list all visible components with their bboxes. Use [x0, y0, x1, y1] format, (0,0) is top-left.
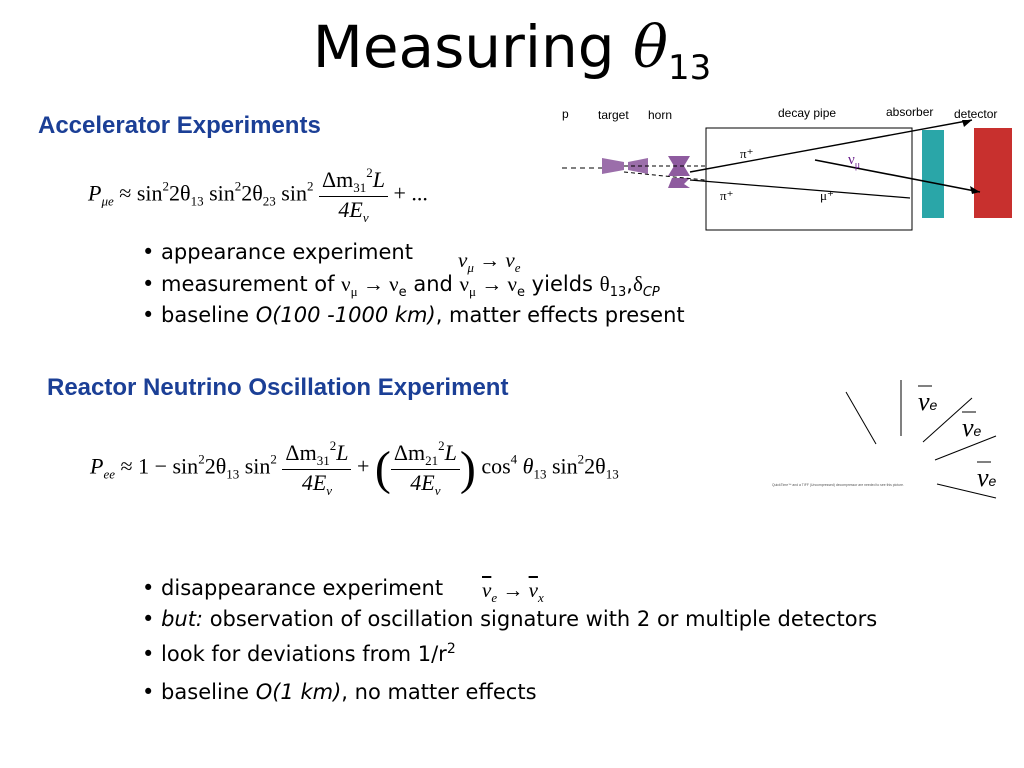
formula-fraction: Δm312L 4Eν [318, 165, 388, 226]
pi-plus-upper-label: π⁺ [740, 146, 753, 161]
pi-track-upper [689, 119, 973, 173]
nu-e-label-2: νe [962, 413, 982, 442]
formula-sin: sin [281, 180, 307, 206]
reactor-bullet-3: • look for deviations from 1/r2 [142, 641, 456, 666]
pi-plus-lower-label: π⁺ [720, 188, 733, 203]
title-text: Measuring [312, 13, 634, 81]
label-decay-pipe: decay pipe [778, 106, 836, 120]
reactor-fraction-1: Δm312L 4Eν [282, 438, 352, 499]
label-absorber: absorber [886, 105, 933, 119]
diagram-background [540, 100, 1018, 250]
formula-approx: ≈ [119, 180, 132, 206]
ray-1 [845, 391, 877, 445]
reactor-rays-diagram: νe νe νe QuickTime™ and a TIFF (Uncompre… [772, 380, 997, 499]
formula-sub: 23 [262, 193, 276, 209]
ray-3 [922, 397, 973, 443]
formula-lhs: P [88, 180, 102, 206]
formula-tail: + ... [393, 180, 428, 206]
reactor-bullet-1: • disappearance experiment [142, 576, 444, 600]
neutrino-arrowhead [970, 186, 980, 194]
formula-lhs-sub: μe [101, 193, 114, 209]
label-p: p [562, 107, 569, 121]
title-theta: θ [633, 13, 668, 81]
label-detector: detector [954, 107, 997, 121]
formula-sin: sin [209, 180, 235, 206]
neutrino-track [814, 159, 981, 193]
title-subscript: 13 [667, 48, 712, 88]
horn-shape [668, 156, 690, 176]
reactor-inline-formula: νe → νx [482, 578, 544, 605]
reactor-bullet-2: • but: observation of oscillation signat… [142, 607, 878, 631]
pi-arrowhead [962, 120, 972, 127]
formula-sin: sin [136, 180, 163, 206]
accelerator-heading: Accelerator Experiments [38, 112, 321, 139]
label-horn: horn [648, 108, 672, 122]
reactor-formula: Pee ≈ 1 − sin22θ13 sin2 Δm312L 4Eν + ( Δ… [90, 438, 619, 499]
reactor-heading: Reactor Neutrino Oscillation Experiment [47, 374, 509, 401]
label-target: target [598, 108, 629, 122]
ray-5 [936, 483, 997, 499]
formula-pow: 2 [234, 178, 242, 194]
reactor-fraction-2: Δm212L 4Eν [390, 438, 460, 499]
page-title: Measuring θ13 [0, 12, 1024, 103]
nu-e-label-3: νe [977, 463, 997, 492]
ray-4 [934, 435, 997, 461]
reactor-bullet-4: • baseline O(1 km), no matter effects [142, 680, 537, 704]
horn-lower-shape [668, 178, 690, 188]
nu-mu-label: νμ [848, 152, 860, 171]
absorber-block [922, 130, 944, 218]
accelerator-beamline-diagram: p target horn decay pipe absorber detect… [540, 100, 1018, 250]
accelerator-inline-formula: νμ → νe [458, 248, 521, 275]
pi-track-lower [689, 179, 911, 199]
formula-pow: 2 [306, 178, 314, 194]
quicktime-placeholder-text: QuickTime™ and a TIFF (Uncompressed) dec… [772, 483, 904, 487]
nu-e-label-1: νe [918, 387, 938, 416]
target-shape [602, 158, 648, 174]
formula-arg: 2θ [169, 180, 191, 206]
accelerator-bullet-1: • appearance experiment [142, 240, 413, 264]
accelerator-bullet-3: • baseline O(100 -1000 km), matter effec… [142, 303, 685, 327]
formula-arg: 2θ [241, 180, 263, 206]
formula-sub: 13 [190, 193, 204, 209]
formula-pow: 2 [162, 178, 170, 194]
detector-block [974, 128, 1012, 218]
accelerator-bullet-2: • measurement of νμ → νe and νμ → νe yie… [142, 272, 660, 300]
mu-plus-label: μ⁺ [820, 188, 834, 203]
accelerator-formula: Pμe ≈ sin22θ13 sin22θ23 sin2 Δm312L 4Eν … [88, 165, 428, 226]
